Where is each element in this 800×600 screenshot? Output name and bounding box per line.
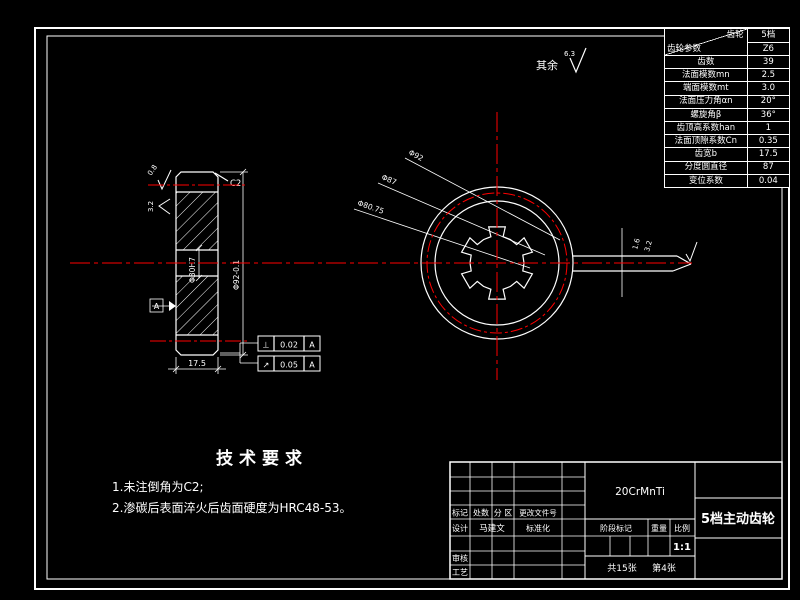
tol2-value: 0.05 bbox=[280, 361, 298, 370]
param-row: 分度圆直径 87 bbox=[665, 160, 789, 174]
shaft-rough-2: 3.2 bbox=[643, 240, 654, 253]
header-top-value: 5档 bbox=[761, 30, 776, 40]
tol2-symbol: ↗ bbox=[263, 361, 270, 370]
param-value: 1 bbox=[765, 122, 772, 133]
param-row: 法面压力角αn 20° bbox=[665, 94, 789, 108]
title-block bbox=[449, 461, 783, 580]
param-label: 法面压力角αn bbox=[665, 95, 748, 108]
param-value: 17.5 bbox=[758, 149, 778, 160]
header-top-label: 齿轮 bbox=[726, 30, 744, 40]
hatch-upper bbox=[176, 192, 218, 250]
param-value: 3.0 bbox=[761, 83, 776, 94]
param-value: 36° bbox=[760, 109, 776, 120]
tol1-datum: A bbox=[309, 341, 315, 350]
param-value: 39 bbox=[762, 56, 774, 67]
hatch-lower bbox=[176, 276, 218, 335]
param-label: 法面顶隙系数Cn bbox=[665, 135, 748, 148]
header-bottom-label: 齿轮参数 bbox=[667, 43, 702, 54]
param-table-header-diagonal: 齿轮 齿轮参数 bbox=[665, 29, 748, 55]
sheet-frame bbox=[34, 27, 790, 590]
param-value: 0.04 bbox=[758, 175, 778, 186]
param-row: 齿数 39 bbox=[665, 55, 789, 69]
tb-scale-label: 比例 bbox=[674, 523, 690, 533]
section-view bbox=[149, 168, 321, 374]
tol2-datum: A bbox=[309, 361, 315, 370]
technical-requirements: 技术要求 1.未注倒角为C2; 2.渗碳后表面淬火后齿面硬度为HRC48-53。 bbox=[112, 444, 412, 519]
section-view-labels: C2 0.8 3.2 Φ30H7 Φ92-0.1 17.5 A ⊥ 0.02 A… bbox=[146, 163, 315, 369]
param-label: 齿宽b bbox=[665, 148, 748, 161]
datum-label: A bbox=[154, 302, 160, 311]
pitch-circle bbox=[426, 192, 568, 334]
roughness-icon bbox=[569, 47, 587, 74]
roughness-icon bbox=[157, 169, 172, 191]
rough-top-value: 0.8 bbox=[146, 163, 159, 177]
param-row: 螺旋角β 36° bbox=[665, 107, 789, 121]
tb-docno-label: 更改文件号 bbox=[519, 508, 557, 518]
title-block-text: 标记 处数 分 区 更改文件号 设计 马建文 标准化 审核 工艺 20CrMnT… bbox=[452, 486, 775, 577]
outer-dim: Φ92-0.1 bbox=[232, 260, 241, 290]
param-row: 法面顶隙系数Cn 0.35 bbox=[665, 134, 789, 148]
tb-design-label: 设计 bbox=[452, 523, 468, 533]
tb-designer: 马建文 bbox=[479, 523, 505, 534]
tol1-value: 0.02 bbox=[280, 341, 298, 350]
tol1-symbol: ⊥ bbox=[263, 341, 270, 350]
tb-scale-value: 1:1 bbox=[673, 542, 691, 553]
centerlines bbox=[70, 112, 692, 380]
param-label: 分度圆直径 bbox=[665, 161, 748, 174]
surface-note-value: 6.3 bbox=[564, 50, 575, 58]
tb-weight-label: 重量 bbox=[651, 523, 667, 533]
header-bottom-value: Z6 bbox=[747, 41, 789, 56]
tb-sheet-no: 第4张 bbox=[652, 562, 676, 574]
param-label: 法面模数mn bbox=[665, 69, 748, 82]
param-value: 20° bbox=[760, 96, 776, 107]
param-row: 端面模数mt 3.0 bbox=[665, 81, 789, 95]
tb-stage-label: 阶段标记 bbox=[600, 523, 632, 533]
roughness-icon bbox=[685, 241, 698, 263]
param-label: 变位系数 bbox=[665, 174, 748, 187]
tb-count-label: 处数 bbox=[473, 508, 489, 518]
tb-sheet-total: 共15张 bbox=[607, 563, 636, 574]
param-value: 2.5 bbox=[761, 70, 776, 81]
tb-standard-label: 标准化 bbox=[526, 523, 550, 533]
roughness-icon bbox=[158, 198, 171, 215]
front-view-labels: Φ92 Φ87 Φ80.75 1.6 3.2 bbox=[356, 148, 653, 253]
param-label: 齿顶高系数han bbox=[665, 121, 748, 135]
tolerance-frame-1 bbox=[257, 335, 321, 352]
tech-req-item: 1.未注倒角为C2; bbox=[112, 480, 204, 494]
param-label: 齿数 bbox=[665, 56, 748, 69]
datum-triangle-icon bbox=[169, 301, 176, 311]
tb-review-label: 审核 bbox=[452, 553, 468, 563]
tech-req-heading: 技术要求 bbox=[216, 449, 308, 469]
surface-note: 其余 6.3 bbox=[536, 47, 587, 74]
bore-dim: Φ30H7 bbox=[188, 257, 197, 283]
param-row: 齿顶高系数han 1 bbox=[665, 120, 789, 135]
width-dim: 17.5 bbox=[188, 359, 206, 368]
param-row: 法面模数mn 2.5 bbox=[665, 68, 789, 82]
tech-req-item: 2.渗碳后表面淬火后齿面硬度为HRC48-53。 bbox=[112, 501, 352, 515]
tb-mark-label: 标记 bbox=[452, 508, 468, 518]
param-row: 齿宽b 17.5 bbox=[665, 147, 789, 161]
param-table-header: 齿轮 齿轮参数 5档 Z6 bbox=[665, 29, 789, 55]
param-value: 0.35 bbox=[758, 135, 778, 146]
tb-zone-label: 分 区 bbox=[494, 509, 513, 518]
radial-dim-root: Φ80.75 bbox=[356, 198, 385, 215]
param-label: 螺旋角β bbox=[665, 108, 748, 121]
tb-process-label: 工艺 bbox=[452, 568, 468, 577]
tolerance-frame-2 bbox=[257, 355, 321, 372]
shaft-rough-1: 1.6 bbox=[631, 237, 642, 250]
param-label: 端面模数mt bbox=[665, 82, 748, 95]
param-row: 变位系数 0.04 bbox=[665, 173, 789, 187]
chamfer-label: C2 bbox=[230, 179, 241, 189]
gear-parameter-table: 齿轮 齿轮参数 5档 Z6 齿数 39 法面模数mn 2.5 端面模数mt 3.0 法… bbox=[664, 28, 790, 188]
param-value: 87 bbox=[762, 162, 774, 173]
drawing-title: 5档主动齿轮 bbox=[701, 511, 775, 527]
rough-left-value: 3.2 bbox=[147, 201, 155, 212]
surface-note-prefix: 其余 bbox=[536, 58, 558, 72]
tb-material: 20CrMnTi bbox=[615, 486, 665, 498]
